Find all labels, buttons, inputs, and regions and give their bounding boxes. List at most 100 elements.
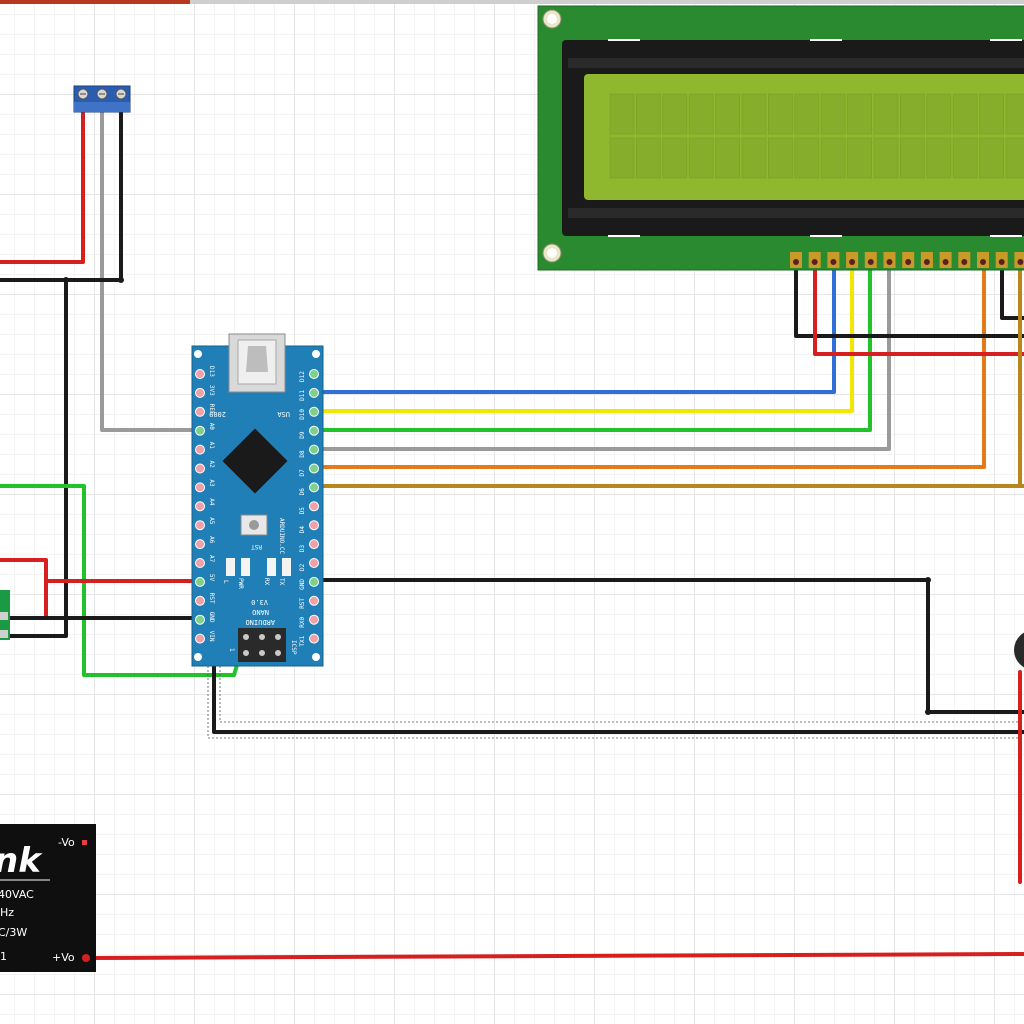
arduino-pin-right[interactable] [309,558,319,568]
arduino-pin-left[interactable] [195,406,205,417]
arduino-pin-right[interactable] [309,369,319,379]
pin-label-right: D6 [299,488,306,496]
wire-black-bottom[interactable] [212,616,1024,734]
arduino-pin-right[interactable] [309,614,319,625]
arduino-pin-left[interactable] [195,387,205,398]
wire-orange-d8[interactable] [312,260,986,469]
wire-black-left-vertical[interactable] [0,278,68,638]
wire-green-d10[interactable] [312,260,872,432]
arduino-pin-left[interactable] [195,576,205,587]
led-rx [267,558,276,576]
pin-label-left: A7 [208,555,215,563]
lcd-char-cell [715,137,740,179]
mount-hole-icon [312,653,320,661]
arduino-pin-right[interactable] [309,406,319,417]
lcd-char-cell [847,93,872,135]
pin-label-right: D4 [299,526,306,534]
psu-pin-plus: +Vo [52,951,75,964]
terminal-block[interactable] [73,85,131,113]
pin-label-left: A6 [208,536,215,544]
arduino-pin-left[interactable] [195,633,205,644]
pin-label-left: A0 [208,423,215,431]
board-usa: USA [277,410,290,418]
arduino-pin-left[interactable] [195,614,205,625]
arduino-pin-left[interactable] [195,463,205,474]
arduino-pin-right[interactable] [309,576,319,587]
board-line-2: V3.0 [251,598,268,606]
lcd-char-cell [768,93,793,135]
board-line-0: ARDUINO [245,618,275,626]
wire-blue-d12[interactable] [312,260,836,394]
pin-label-right: D3 [299,544,306,552]
mount-hole-icon [312,350,320,358]
lcd-char-cell [715,93,740,135]
psu-plus-pad[interactable] [82,954,90,962]
selection-outline [207,650,1024,739]
arduino-pin-left[interactable] [195,444,205,455]
led-label-l: L [222,580,229,584]
lcd-char-cell [741,93,767,135]
led-tx [282,558,291,576]
psu-line2: Hz [0,906,14,919]
lcd-char-cell [1005,137,1024,179]
lcd-char-cell [688,137,714,179]
psu-line1: 40VAC [0,888,34,901]
lcd-char-cell [873,93,899,135]
led-pwr [241,558,250,576]
board-line-1: NANO [252,608,269,616]
power-supply-module[interactable]: nk 40VAC Hz C/3W 1 -Vo +Vo [0,824,96,972]
arduino-pin-right[interactable] [309,539,319,550]
lcd-char-cell [979,93,1004,135]
arduino-pin-left[interactable] [195,501,205,512]
wire-yellow-d11[interactable] [312,260,854,413]
wire-red-terminal[interactable] [0,108,85,264]
pin-label-right: GND [299,579,306,590]
top-strip [0,0,1024,4]
wire-black-gnd-right[interactable] [312,578,1024,714]
arduino-pin-right[interactable] [309,501,319,512]
arduino-pin-left[interactable] [195,520,205,531]
pin-label-left: GND [208,612,215,623]
arduino-pin-right[interactable] [309,595,319,606]
led-label-rx: RX [263,578,270,586]
lcd-char-cell [820,93,846,135]
potentiometer[interactable] [1014,630,1024,670]
lcd-module[interactable] [537,5,1024,271]
lcd-char-cell [794,93,820,135]
arduino-pin-right[interactable] [309,482,319,493]
pin-label-left: A2 [208,461,215,469]
wire-gray-terminal-a0[interactable] [100,108,202,432]
arduino-pin-right[interactable] [309,463,319,474]
arduino-pin-right[interactable] [309,425,319,436]
arduino-pin-left[interactable] [195,369,205,379]
psu-minus-pad[interactable] [82,840,87,845]
wire-green-left[interactable] [0,484,242,677]
arduino-pin-right[interactable] [309,520,319,531]
arduino-pin-left[interactable] [195,425,205,436]
arduino-pin-right[interactable] [309,444,319,455]
pin-label-left: RST [208,593,215,604]
icsp-pin-one: 1 [228,648,235,652]
arduino-pin-right[interactable] [309,633,319,644]
arduino-pin-left[interactable] [195,539,205,550]
wire-red-psu-plus[interactable] [84,952,1024,960]
wire-gray-d9[interactable] [312,260,891,451]
pin-label-left: A1 [208,442,215,450]
lcd-char-cell [636,93,661,135]
arduino-pin-left[interactable] [195,595,205,606]
wire-black-lcd-gnd[interactable] [794,260,1024,338]
arduino-pin-right[interactable] [309,387,319,398]
lcd-char-cell [873,137,899,179]
arduino-pin-left[interactable] [195,558,205,568]
pin-label-left: A5 [208,517,215,525]
arduino-pin-left[interactable] [195,482,205,493]
wire-red-lcd-vcc[interactable] [813,260,1024,356]
left-connector[interactable] [0,590,10,640]
psu-line4: 1 [0,950,7,963]
pin-label-right: D5 [299,507,306,515]
wire-black-lcd-right[interactable] [1000,260,1024,320]
pin-label-left: A4 [208,498,215,506]
